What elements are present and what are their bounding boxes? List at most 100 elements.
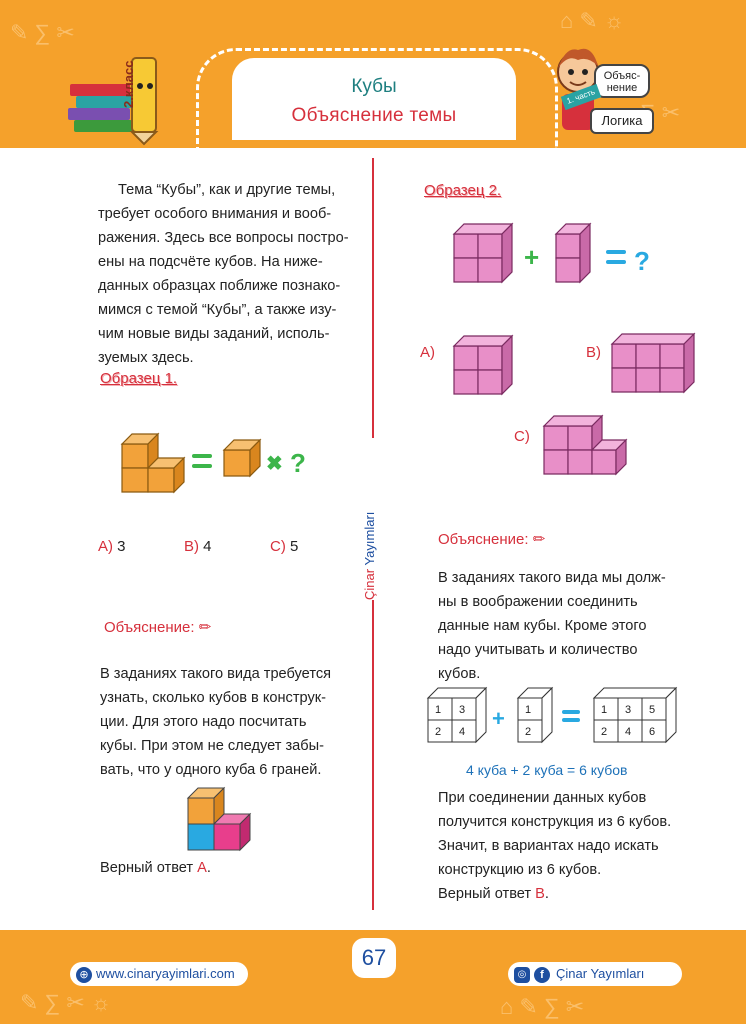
text-line: ции. Для этого надо посчитать — [100, 714, 307, 730]
text-line: получится конструкция из 6 кубов. — [438, 814, 672, 830]
option-b-figure — [610, 332, 696, 394]
text-line: ны в воображении соединить — [438, 594, 638, 610]
answer-suffix: . — [206, 860, 211, 876]
grid-c-cell: 1 — [601, 704, 607, 716]
answer-prefix: Верный ответ — [438, 886, 532, 902]
svg-text:✖: ✖ — [266, 453, 283, 475]
social-link[interactable]: ◎f Çinar Yayımları — [508, 962, 682, 986]
brand-name: Çinar — [362, 568, 377, 600]
option-value: 5 — [290, 538, 299, 555]
option-label: A) — [98, 538, 113, 555]
explanation2-heading: Объяснение: ✏ — [438, 530, 545, 548]
text-line: конструкцию из 6 кубов. — [438, 862, 602, 878]
sample2-question-figure: + ? — [452, 222, 650, 284]
grid-a-cell: 3 — [459, 704, 465, 716]
answer-suffix: . — [544, 886, 549, 902]
pencil-mascot-icon: ✏ — [198, 619, 212, 636]
doodle-icon: ✎ ∑ ✂ — [10, 20, 75, 45]
explanation2-text: В заданиях такого вида мы долж- ны в воо… — [438, 566, 708, 686]
text-line: В заданиях такого вида мы долж- — [438, 570, 666, 586]
explanation1-text: В заданиях такого вида требуется узнать,… — [100, 662, 370, 782]
option-label: B) — [184, 538, 199, 555]
answer-prefix: Верный ответ — [100, 860, 194, 876]
brand-suffix: Yayımları — [362, 511, 377, 566]
vertical-brand: Çinar Yayımları — [362, 460, 377, 600]
option-label: C) — [514, 428, 530, 445]
text-line: В заданиях такого вида требуется — [100, 666, 332, 682]
column-divider — [372, 158, 374, 438]
facebook-icon: f — [534, 966, 550, 983]
answer2: Верный ответ B. — [438, 882, 718, 906]
option-value: 3 — [117, 538, 126, 555]
svg-text:+: + — [524, 242, 539, 272]
website-text: www.cinaryayimlari.com — [96, 966, 235, 981]
text-line: Значит, в вариантах надо искать — [438, 838, 659, 854]
grade-badge: 2.класс — [121, 60, 136, 108]
option-label: A) — [420, 344, 435, 361]
grid-b-cell: 2 — [525, 726, 531, 738]
explanation1-heading: Объяснение: ✏ — [104, 618, 211, 636]
svg-text:?: ? — [634, 246, 650, 276]
grid-a-cell: 1 — [435, 704, 441, 716]
grid-a-cell: 2 — [435, 726, 441, 738]
colored-cubes-figure — [186, 786, 252, 852]
option-b[interactable]: B) 4 — [184, 538, 212, 555]
option-a[interactable]: A) 3 — [98, 538, 126, 555]
doodle-icon: ⌂ ✎ ☼ — [560, 8, 625, 33]
sample1-figure: ✖ ? — [120, 432, 306, 494]
intro-line: ены на подсчёте кубов. На ниже- — [98, 254, 323, 270]
option-label: B) — [586, 344, 601, 361]
grid-c-cell: 2 — [601, 726, 607, 738]
website-link[interactable]: ⊕ www.cinaryayimlari.com — [70, 962, 248, 986]
svg-text:+: + — [492, 706, 505, 731]
grid-c-cell: 4 — [625, 726, 631, 738]
numbered-cubes-figure: 1 3 2 4 + 1 2 1 3 5 2 4 6 — [426, 686, 678, 744]
page-subtitle: Объяснение темы — [291, 105, 457, 126]
option-c[interactable]: C) 5 — [270, 538, 298, 555]
grid-c-cell: 3 — [625, 704, 631, 716]
explanation-label: Объяснение: — [438, 531, 529, 548]
text-line: данные нам кубы. Кроме этого — [438, 618, 647, 634]
instagram-icon: ◎ — [514, 966, 530, 983]
intro-line: мимся с темой “Кубы”, а также изу- — [98, 302, 337, 318]
pencil-mascot-icon: ✏ — [532, 531, 546, 548]
intro-line: данных образцах поближе познако- — [98, 278, 341, 294]
intro-line: ражения. Здесь все вопросы постро- — [98, 230, 349, 246]
option-c-figure — [542, 414, 628, 476]
option-label: C) — [270, 538, 286, 555]
text-line: узнать, сколько кубов в конструк- — [100, 690, 327, 706]
page-title: Кубы — [351, 76, 397, 97]
column-divider — [372, 600, 374, 910]
doodle-icon: ⌂ ✎ ∑ ✂ — [500, 994, 585, 1019]
option-a-right[interactable]: A) — [420, 344, 435, 361]
sample2-heading: Образец 2. — [424, 182, 502, 199]
option-a-figure — [452, 334, 514, 396]
text-line: надо учитывать и количество — [438, 642, 638, 658]
text-line: кубов. — [438, 666, 481, 682]
answer-letter: A — [197, 860, 207, 876]
intro-line: чим новые виды заданий, исполь- — [98, 326, 330, 342]
answer-letter: B — [535, 886, 545, 902]
option-b-right[interactable]: B) — [586, 344, 601, 361]
doodle-icon: ✎ ∑ ✂ ☼ — [20, 990, 112, 1015]
books-icon — [68, 57, 159, 146]
text-line: кубы. При этом не следует забы- — [100, 738, 325, 754]
title-box — [232, 58, 516, 140]
boy-mascot-icon — [557, 48, 599, 130]
globe-icon: ⊕ — [76, 966, 92, 983]
sample1-heading: Образец 1. — [100, 370, 178, 387]
explanation-label: Объяснение: — [104, 619, 195, 636]
count-formula: 4 куба + 2 куба = 6 кубов — [466, 762, 628, 778]
text-line: При соединении данных кубов — [438, 790, 647, 806]
option-c-right[interactable]: C) — [514, 428, 530, 445]
grid-c-cell: 6 — [649, 726, 655, 738]
intro-line: зуемых здесь. — [98, 350, 194, 366]
option-value: 4 — [203, 538, 212, 555]
conclusion-text: При соединении данных кубов получится ко… — [438, 786, 718, 906]
intro-line: требует особого внимания и вооб- — [98, 206, 332, 222]
social-text: Çinar Yayımları — [556, 966, 645, 981]
page-number: 67 — [352, 938, 396, 978]
topic-badge: Объяс- нение — [594, 64, 650, 98]
text-line: вать, что у одного куба 6 граней. — [100, 762, 322, 778]
grid-b-cell: 1 — [525, 704, 531, 716]
